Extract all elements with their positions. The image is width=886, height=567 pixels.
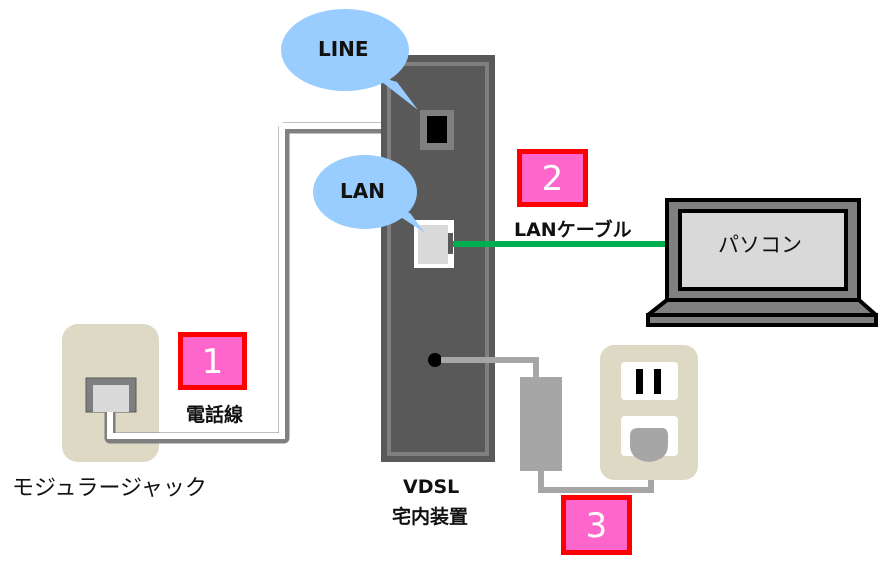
lan-bubble: [313, 155, 425, 233]
power-cable-upper: [441, 357, 539, 380]
device-label-line2: 宅内装置: [392, 506, 469, 528]
outlet-socket-top: [621, 362, 678, 400]
power-port: [428, 353, 442, 367]
laptop-pc: [646, 198, 878, 327]
line-bubble-label: LINE: [318, 37, 369, 61]
step-badge-3: 3: [561, 495, 632, 555]
step-badge-1: 1: [178, 332, 247, 390]
phone-cable-label: 電話線: [186, 404, 244, 426]
ac-adapter: [520, 377, 562, 471]
device-label-line1: VDSL: [403, 476, 460, 498]
phone-cable: [104, 122, 430, 444]
lan-bubble-label: LAN: [340, 179, 385, 203]
modular-jack-socket: [85, 377, 137, 413]
power-plug: [630, 428, 668, 462]
line-bubble: [281, 9, 418, 110]
pc-label: パソコン: [718, 233, 802, 257]
line-port: [420, 110, 454, 150]
lan-cable-label: LANケーブル: [514, 219, 632, 241]
step-badge-2: 2: [517, 149, 588, 207]
modular-jack-label: モジュラージャック: [12, 476, 207, 501]
